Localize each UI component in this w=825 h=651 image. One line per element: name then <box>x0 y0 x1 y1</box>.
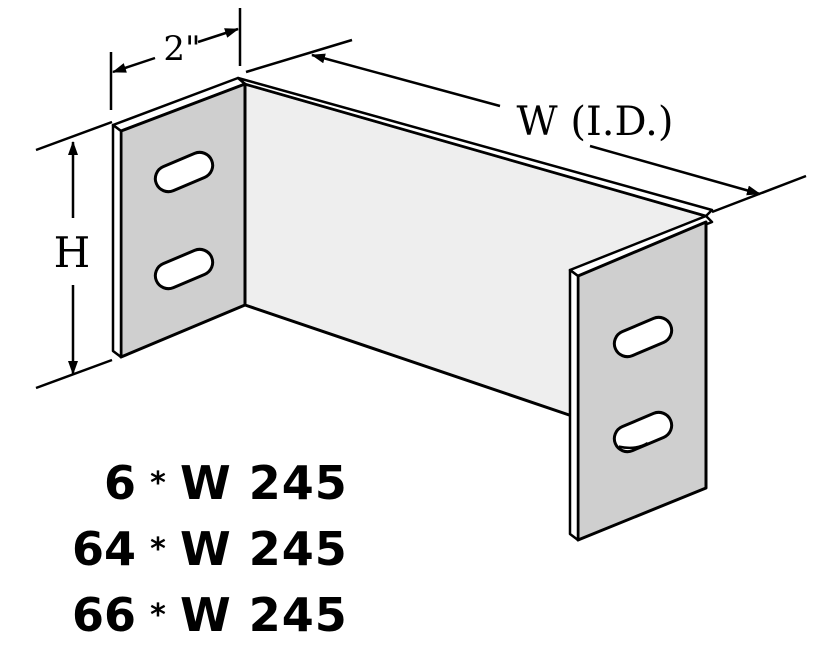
part-number-asterisk: * <box>150 597 166 633</box>
width-extension-left <box>245 38 353 74</box>
part-number-asterisk: * <box>150 465 166 501</box>
left-flange-slot-upper <box>153 150 215 194</box>
part-number-asterisk: * <box>150 531 166 567</box>
part-number-prefix: 64 <box>71 522 136 576</box>
left-flange <box>119 82 247 359</box>
part-number-prefix: 6 <box>103 456 136 510</box>
depth-label: 2" <box>163 29 200 69</box>
width-arrow-left <box>311 53 501 108</box>
right-flange-slot-upper <box>612 315 674 359</box>
depth-arrow-left <box>112 56 156 74</box>
width-label: W (I.D.) <box>517 99 674 145</box>
left-flange-side <box>111 123 123 359</box>
part-number-suffix: W 245 <box>180 456 348 510</box>
width-arrow-right <box>589 144 761 196</box>
height-label: H <box>54 228 91 277</box>
right-flange-slot-lower <box>612 410 674 454</box>
height-extension-top <box>35 120 113 152</box>
right-flange-side <box>568 268 580 542</box>
part-number-prefix: 66 <box>71 588 136 642</box>
part-number-row: 64 * W 245 <box>58 516 348 582</box>
depth-arrow-right <box>197 27 239 44</box>
part-number-suffix: W 245 <box>180 588 348 642</box>
part-number-list: 6 * W 245 64 * W 245 66 * W 245 <box>58 450 348 648</box>
right-flange <box>576 220 708 542</box>
part-number-row: 6 * W 245 <box>58 450 348 516</box>
left-flange-slot-lower <box>153 247 215 291</box>
part-number-suffix: W 245 <box>180 522 348 576</box>
part-number-row: 66 * W 245 <box>58 582 348 648</box>
